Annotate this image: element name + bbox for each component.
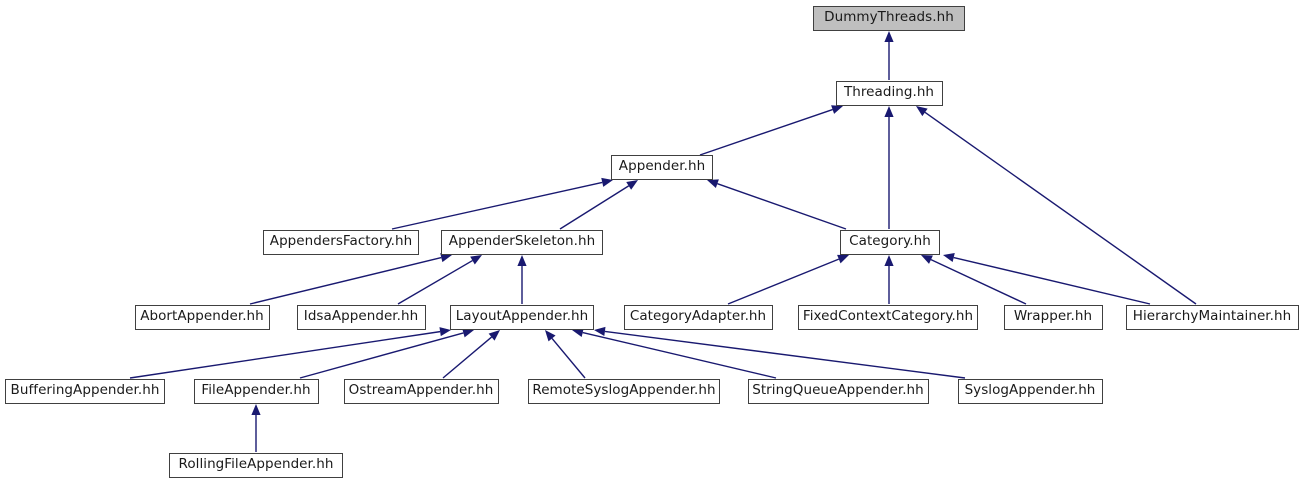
node-label: HierarchyMaintainer.hh (1132, 308, 1292, 325)
edge-line (717, 182, 847, 230)
edge-AbortAppender-to-AppenderSkeleton (249, 253, 452, 305)
node-HierarchyMaintainer[interactable]: HierarchyMaintainer.hh (1125, 304, 1299, 330)
node-SyslogAppender[interactable]: SyslogAppender.hh (957, 378, 1103, 404)
edge-HierarchyMaintainer-to-Category (943, 253, 1151, 305)
edge-arrowhead (440, 253, 452, 263)
edge-arrowhead (462, 328, 474, 338)
edge-line (953, 256, 1151, 305)
edge-arrowhead (545, 330, 556, 342)
edge-RollingFileAppender-to-FileAppender (251, 404, 261, 452)
node-Threading[interactable]: Threading.hh (835, 80, 943, 106)
node-OstreamAppender[interactable]: OstreamAppender.hh (343, 378, 499, 404)
edge-line (604, 330, 966, 379)
node-label: IdsaAppender.hh (303, 308, 419, 325)
edge-line (397, 259, 473, 305)
node-label: Appender.hh (618, 158, 706, 175)
node-AppenderSkeleton[interactable]: AppenderSkeleton.hh (441, 229, 603, 255)
node-label: AppenderSkeleton.hh (448, 233, 596, 250)
node-label: RemoteSyslogAppender.hh (532, 382, 716, 399)
edge-line (727, 258, 840, 305)
edge-AppendersFactory-to-Appender (391, 177, 613, 230)
edge-line (129, 330, 441, 379)
edge-CategoryAdapter-to-Category (727, 254, 849, 305)
edge-line (391, 181, 603, 230)
edge-Category-to-Threading (884, 106, 894, 229)
edge-HierarchyMaintainer-to-Threading (916, 106, 1197, 305)
edge-line (699, 108, 833, 156)
node-RemoteSyslogAppender[interactable]: RemoteSyslogAppender.hh (528, 378, 720, 404)
node-label: Threading.hh (843, 84, 935, 101)
edge-StringQueueAppender-to-LayoutAppender (572, 328, 777, 379)
edge-arrowhead (921, 255, 933, 264)
edge-arrowhead (831, 105, 843, 114)
edge-line (582, 331, 777, 379)
edge-FixedContextCategory-to-Category (884, 255, 894, 304)
edge-arrowhead (916, 106, 928, 117)
node-BufferingAppender[interactable]: BufferingAppender.hh (5, 378, 165, 404)
edge-Threading-to-DummyThreads (884, 31, 894, 80)
node-FileAppender[interactable]: FileAppender.hh (193, 378, 319, 404)
edge-LayoutAppender-to-AppenderSkeleton (517, 255, 527, 304)
edge-line (442, 336, 493, 379)
node-AppendersFactory[interactable]: AppendersFactory.hh (263, 229, 419, 255)
edge-arrowhead (884, 255, 894, 266)
edge-line (299, 332, 464, 379)
node-label: LayoutAppender.hh (455, 308, 589, 325)
edge-Category-to-Appender (707, 179, 847, 230)
edge-line (930, 259, 1027, 305)
edge-arrowhead (626, 180, 638, 190)
edge-line (551, 338, 586, 379)
edge-FileAppender-to-LayoutAppender (299, 328, 474, 379)
edge-Appender-to-Threading (699, 105, 843, 156)
node-label: BufferingAppender.hh (10, 382, 160, 399)
node-label: CategoryAdapter.hh (629, 308, 767, 325)
edge-arrowhead (470, 255, 482, 265)
edge-arrowhead (837, 254, 849, 264)
edge-arrowhead (572, 328, 584, 337)
node-DummyThreads[interactable]: DummyThreads.hh (813, 5, 965, 31)
node-label: Wrapper.hh (1013, 308, 1093, 325)
node-label: AbortAppender.hh (140, 308, 264, 325)
edge-line (249, 256, 442, 305)
edge-RemoteSyslogAppender-to-LayoutAppender (545, 330, 586, 379)
edge-IdsaAppender-to-AppenderSkeleton (397, 255, 482, 305)
node-label: OstreamAppender.hh (348, 382, 494, 399)
edge-arrowhead (943, 253, 955, 263)
node-IdsaAppender[interactable]: IdsaAppender.hh (296, 304, 426, 330)
edge-arrowhead (488, 330, 500, 341)
edge-Wrapper-to-Category (921, 255, 1027, 305)
node-LayoutAppender[interactable]: LayoutAppender.hh (450, 304, 594, 330)
edge-SyslogAppender-to-LayoutAppender (594, 326, 966, 379)
edge-line (924, 111, 1197, 305)
node-AbortAppender[interactable]: AbortAppender.hh (134, 304, 270, 330)
node-RollingFileAppender[interactable]: RollingFileAppender.hh (169, 452, 343, 478)
edge-arrowhead (594, 326, 606, 336)
node-CategoryAdapter[interactable]: CategoryAdapter.hh (623, 304, 773, 330)
edge-arrowhead (601, 177, 613, 187)
edge-BufferingAppender-to-LayoutAppender (129, 327, 451, 379)
node-label: FileAppender.hh (201, 382, 311, 399)
node-Appender[interactable]: Appender.hh (611, 154, 713, 180)
edge-AppenderSkeleton-to-Appender (559, 180, 638, 230)
node-label: DummyThreads.hh (824, 9, 954, 26)
node-FixedContextCategory[interactable]: FixedContextCategory.hh (798, 304, 978, 330)
node-label: SyslogAppender.hh (964, 382, 1096, 399)
edge-arrowhead (251, 404, 261, 415)
node-label: Category.hh (849, 233, 931, 250)
node-label: FixedContextCategory.hh (802, 308, 974, 325)
node-label: StringQueueAppender.hh (752, 382, 924, 399)
node-label: AppendersFactory.hh (269, 233, 413, 250)
node-Category[interactable]: Category.hh (840, 229, 940, 255)
edge-arrowhead (517, 255, 527, 266)
edge-arrowhead (707, 179, 719, 188)
edge-line (559, 185, 630, 230)
node-Wrapper[interactable]: Wrapper.hh (1003, 304, 1103, 330)
edge-arrowhead (439, 327, 451, 337)
node-label: RollingFileAppender.hh (178, 456, 334, 473)
edge-arrowhead (884, 31, 894, 42)
edge-OstreamAppender-to-LayoutAppender (442, 330, 500, 379)
edge-arrowhead (884, 106, 894, 117)
node-StringQueueAppender[interactable]: StringQueueAppender.hh (747, 378, 929, 404)
